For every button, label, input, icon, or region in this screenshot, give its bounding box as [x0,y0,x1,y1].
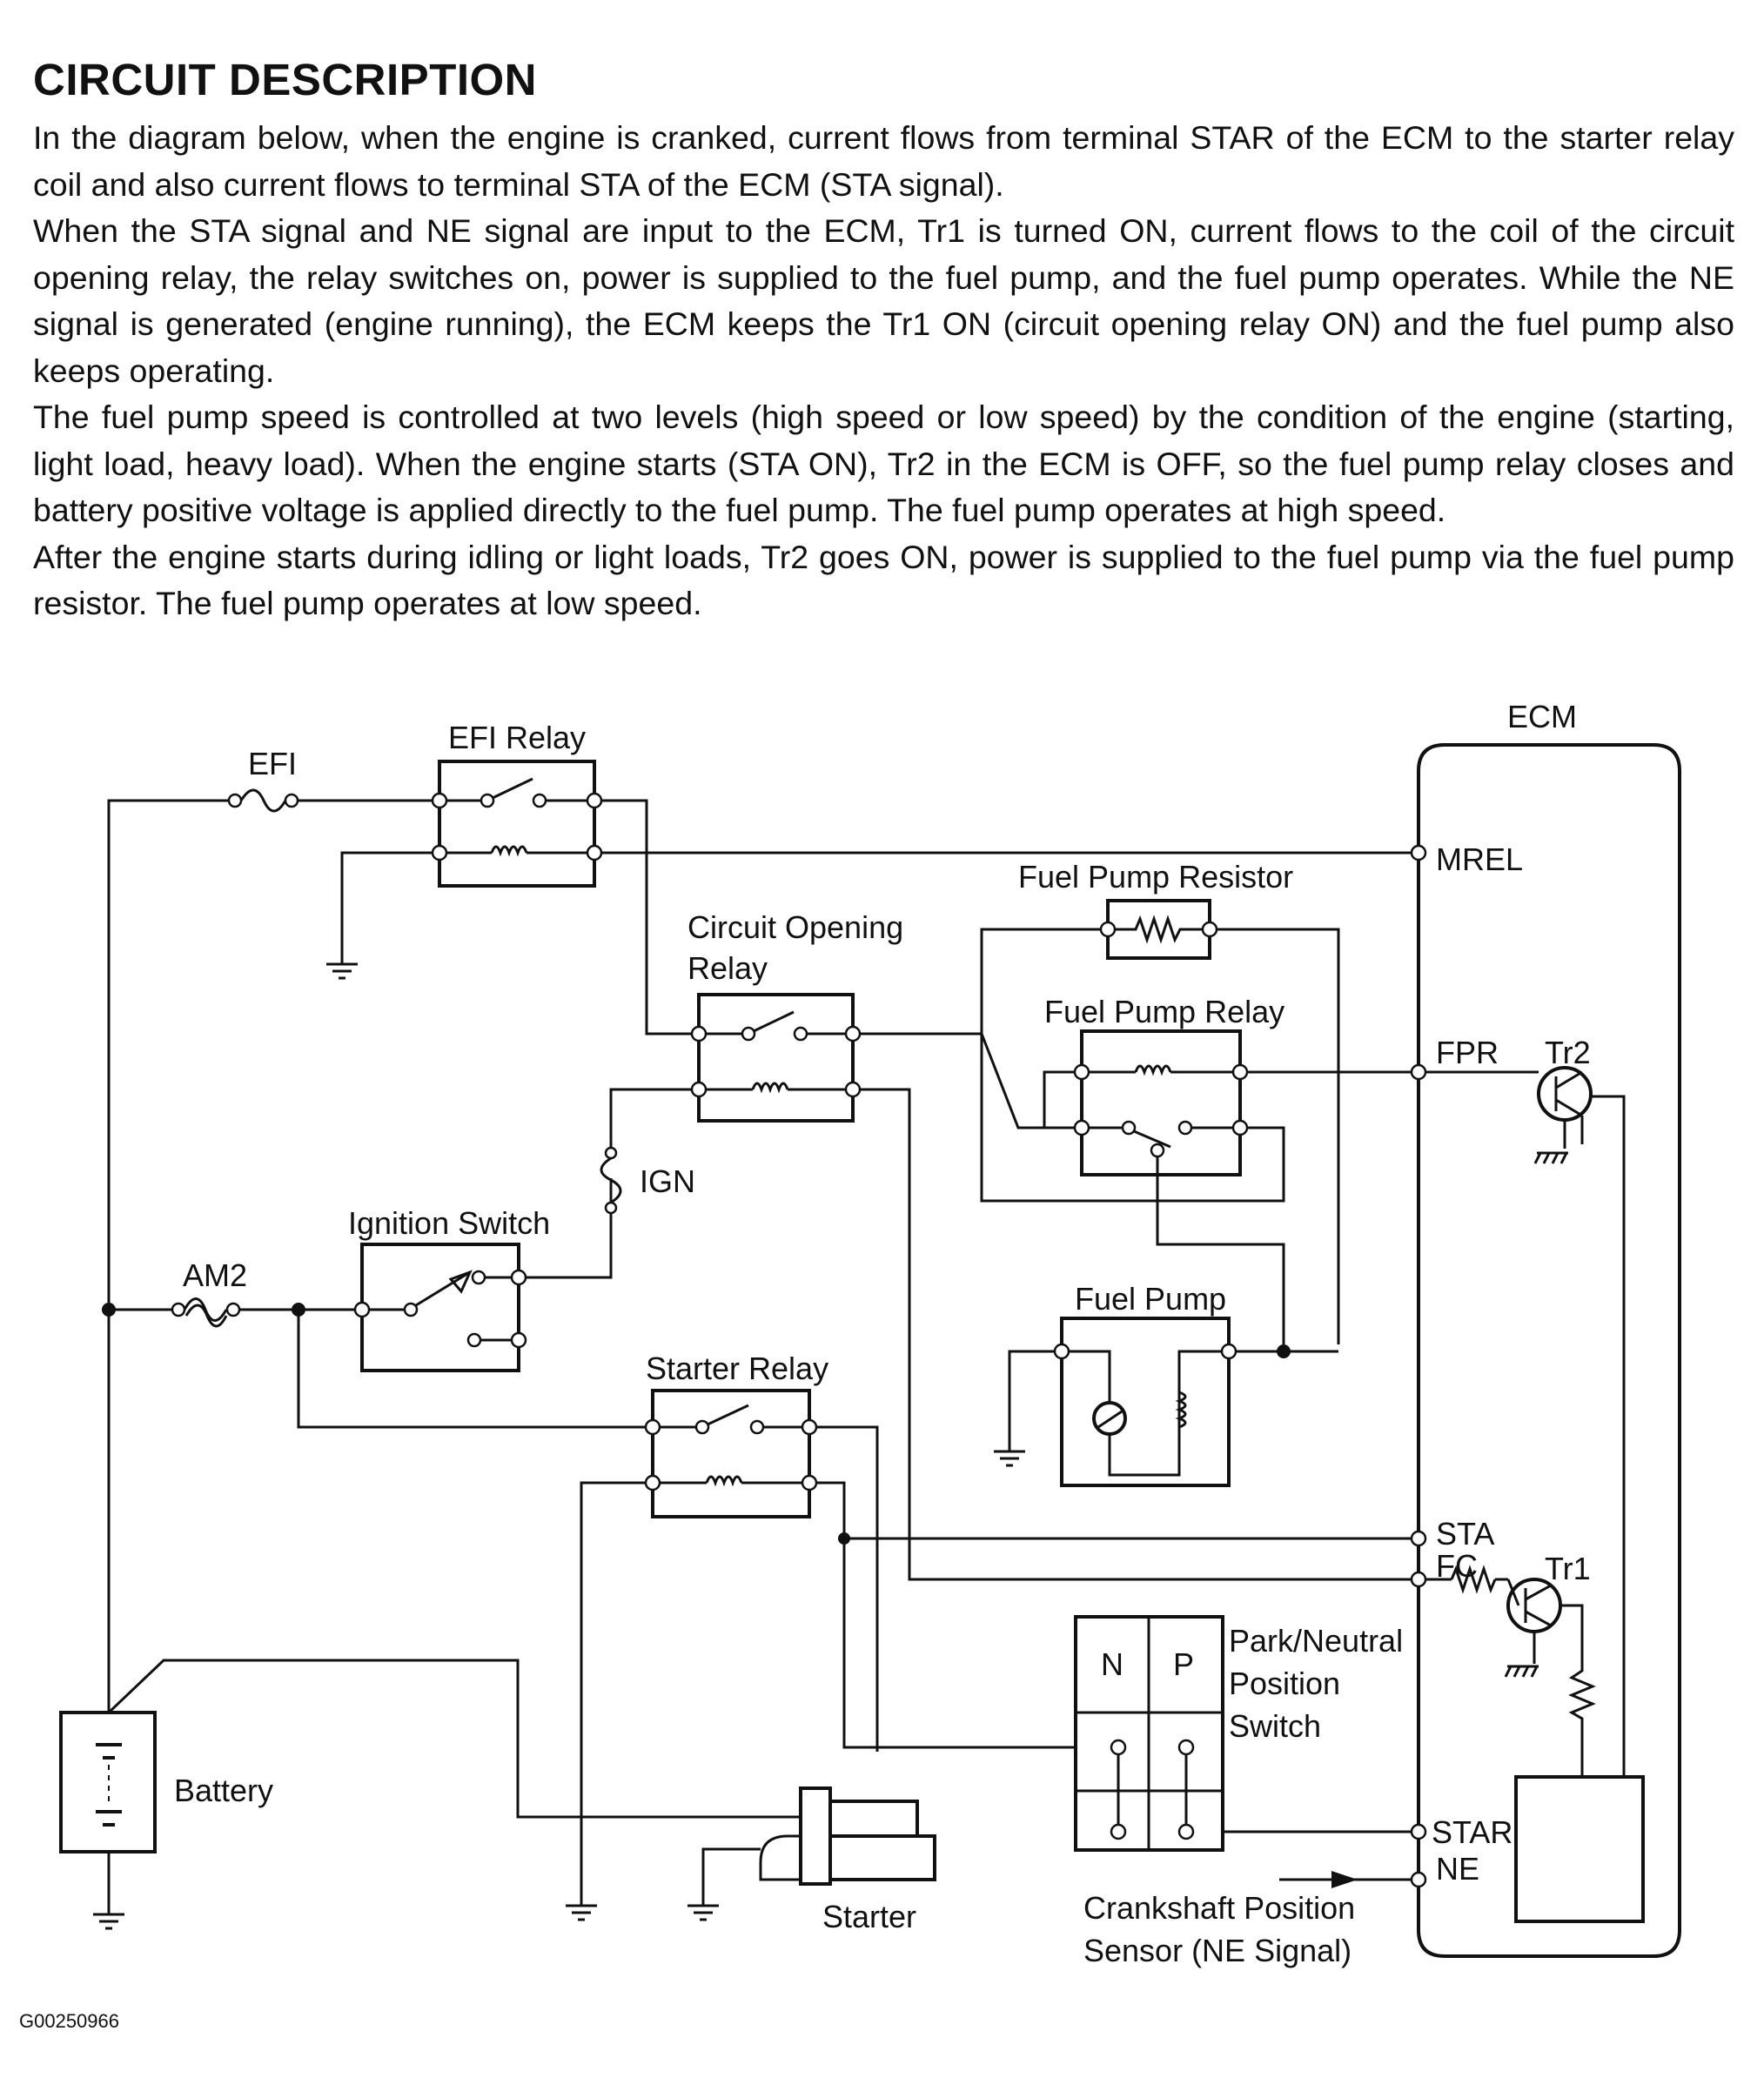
transistor-tr2: Tr2 [1532,1035,1593,1165]
circuit-opening-relay: Circuit Opening Relay [687,909,903,1123]
efi-relay: EFI Relay [325,720,603,980]
battery: Battery [59,1711,273,1930]
tr2-label: Tr2 [1545,1035,1591,1070]
circuit-description: In the diagram below, when the engine is… [33,115,1734,627]
efi-relay-label: EFI Relay [448,720,586,755]
terminal-ne: NE [1436,1851,1479,1887]
crank-sensor-label: Sensor (NE Signal) [1083,1933,1352,1968]
ign-fuse-label: IGN [640,1163,695,1199]
page-title: CIRCUIT DESCRIPTION [33,55,538,104]
fuel-pump: Fuel Pump [992,1281,1291,1487]
pn-switch-label: Park/Neutral [1229,1623,1403,1659]
am2-fuse-label: AM2 [183,1257,247,1293]
ignition-switch: Ignition Switch [348,1205,550,1372]
crankshaft-position-sensor: Crankshaft Position Sensor (NE Signal) [1083,1890,1355,1968]
ignition-switch-label: Ignition Switch [348,1205,550,1241]
circuit-opening-relay-label: Circuit Opening [687,909,903,945]
battery-label: Battery [174,1773,273,1808]
terminal-mrel: MREL [1436,841,1523,877]
pn-switch-n: N [1101,1646,1123,1682]
crank-sensor-label: Crankshaft Position [1083,1890,1355,1926]
ecm-logic-block [1514,1775,1645,1923]
tr1-label: Tr1 [1545,1551,1591,1586]
terminal-fc: FC [1436,1548,1478,1584]
ecm-terminals: MREL FPR STA FC STAR NE [1410,841,1523,1888]
figure-code: G00250966 [19,2010,119,2032]
pn-switch-label: Position [1229,1666,1340,1701]
description-paragraph: After the engine starts during idling or… [33,538,1734,622]
description-paragraph: In the diagram below, when the engine is… [33,119,1734,203]
efi-fuse: EFI [227,746,299,813]
pn-switch-label: Switch [1229,1708,1321,1744]
terminal-fpr: FPR [1436,1035,1499,1070]
starter-motor: Starter [686,1786,936,1934]
fuel-pump-label: Fuel Pump [1075,1281,1226,1317]
ecm-label: ECM [1507,699,1577,734]
starter-label: Starter [822,1899,916,1934]
description-paragraph: When the STA signal and NE signal are in… [33,212,1734,389]
description-paragraph: The fuel pump speed is controlled at two… [33,399,1734,528]
fuel-pump-relay-label: Fuel Pump Relay [1044,994,1284,1029]
terminal-sta: STA [1436,1516,1494,1552]
pn-switch-p: P [1173,1646,1194,1682]
terminal-star: STAR [1432,1814,1512,1850]
starter-relay-label: Starter Relay [646,1351,828,1386]
fuel-pump-relay: Fuel Pump Relay [1044,994,1284,1176]
starter-relay: Starter Relay [564,1351,850,1921]
park-neutral-position-switch: N P Park/Neutral Position Switch [1074,1615,1403,1852]
fuel-pump-resistor: Fuel Pump Resistor [1018,859,1293,960]
efi-fuse-label: EFI [248,746,297,781]
wires [107,799,1626,1906]
ecm-block: ECM [1417,699,1681,1958]
ign-fuse: IGN [600,1146,695,1215]
transistor-tr1: Tr1 [1450,1551,1596,1727]
fuel-pump-resistor-label: Fuel Pump Resistor [1018,859,1293,895]
am2-fuse: AM2 [102,1257,305,1328]
circuit-opening-relay-label: Relay [687,950,768,986]
